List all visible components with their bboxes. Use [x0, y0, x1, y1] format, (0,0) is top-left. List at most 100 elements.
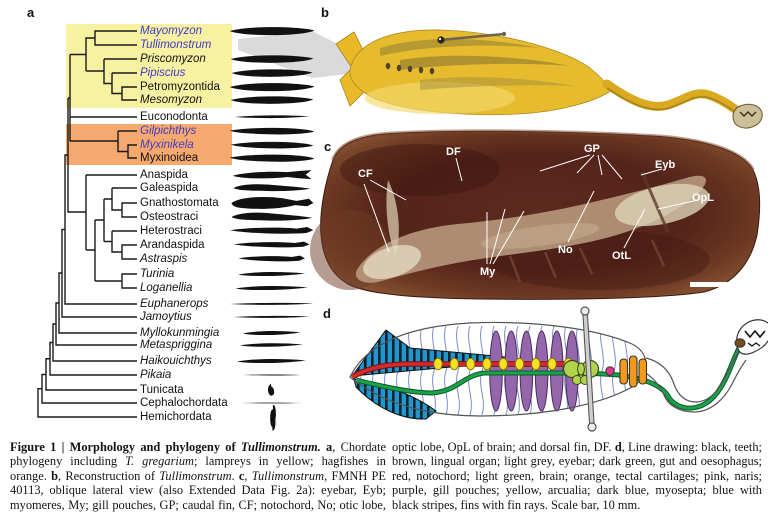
- arcualia-oval: [498, 357, 508, 371]
- taxon-label: Jamoytius: [140, 311, 192, 323]
- proboscis-outline: [643, 350, 747, 413]
- taxon-label: Myxinoidea: [140, 152, 199, 164]
- eyebar: [580, 306, 597, 432]
- caption-segment: d: [614, 440, 622, 454]
- taxon-label: Mayomyzon: [140, 25, 202, 37]
- small-leaf-silhouette: [242, 331, 301, 336]
- fossil-caudal-area: [386, 180, 399, 255]
- panel-d-letter: d: [323, 306, 331, 321]
- caption-right-column: optic lobe, OpL of brain; and dorsal fin…: [392, 440, 762, 512]
- small-leaf-silhouette: [237, 359, 307, 364]
- notochord: [351, 362, 574, 379]
- fish-shield-silhouette: [233, 184, 311, 192]
- taxon-label: Galeaspida: [140, 182, 199, 194]
- taxon-label: Pipiscius: [140, 67, 186, 79]
- lamprey-silhouette: [231, 69, 313, 77]
- taxon-label: Myllokunmingia: [140, 327, 220, 339]
- taxon-label: Gnathostomata: [140, 197, 219, 209]
- leaf-silhouette: [235, 286, 308, 291]
- fish-round-silhouette: [231, 196, 314, 209]
- belly-highlight: [365, 82, 515, 114]
- mottling: [380, 39, 540, 56]
- caption-segment: ; lampreys in yellow; hagfishes in orang…: [10, 454, 386, 483]
- fossil-label-no: No: [558, 244, 573, 256]
- slender-silhouette: [229, 302, 314, 305]
- taxon-label: Haikouichthys: [140, 355, 212, 367]
- caption-segment: , Chordate phylogeny including: [10, 440, 386, 469]
- taxon-label: Anaspida: [140, 169, 188, 181]
- arcualia-oval: [433, 357, 443, 371]
- sliver-silhouette: [243, 374, 301, 376]
- caption-segment: optic lobe, OpL of brain; and dorsal fin…: [392, 440, 615, 454]
- naris: [605, 366, 615, 376]
- taxon-label: Tunicata: [140, 384, 184, 396]
- taxon-label: Loganellia: [140, 282, 193, 294]
- fish-shield-silhouette: [231, 212, 313, 221]
- taxon-label: Heterostraci: [140, 225, 202, 237]
- caption-segment: Tullimonstrum.: [240, 440, 321, 454]
- fish-torpedo-silhouette: [229, 226, 314, 234]
- taxon-label: Pikaia: [140, 369, 172, 381]
- slab-rim: [331, 129, 755, 172]
- small-leaf-silhouette: [240, 343, 304, 347]
- fish-torpedo-silhouette: [238, 255, 305, 262]
- myoseptum-line: [600, 325, 604, 416]
- lingual-organ: [734, 338, 746, 348]
- taxon-label: Euconodonta: [140, 111, 208, 123]
- myoseptum-line: [456, 325, 460, 416]
- eye-left: [437, 36, 445, 44]
- caption-segment: , Line drawing: black, teeth; brown, lin…: [392, 440, 762, 512]
- teeth-zigzag: [747, 342, 761, 347]
- arcualia-oval: [514, 357, 525, 371]
- fossil-label-df: DF: [446, 146, 461, 158]
- arcualia-oval: [531, 357, 541, 371]
- taxon-silhouettes: [229, 27, 315, 431]
- hagfish-silhouette: [230, 141, 314, 149]
- lamprey-silhouette: [230, 55, 314, 63]
- caption-segment: ,: [244, 468, 252, 483]
- caption-segment: Tullimonstrum: [159, 468, 232, 483]
- hagfish-highlight-box: [66, 124, 232, 165]
- taxon-label: Petromyzontida: [140, 81, 220, 93]
- arcualia-oval: [547, 357, 557, 371]
- claw-teeth: [739, 111, 757, 117]
- fossil-label-opl: OpL: [692, 192, 714, 204]
- lamprey-silhouette: [230, 96, 314, 104]
- taxon-label: Priscomyzon: [140, 53, 206, 65]
- fossil-label-gp: GP: [584, 143, 600, 155]
- myoseptum-line: [468, 325, 472, 416]
- tullimonstrum-zoom-wedge: [238, 31, 366, 78]
- fossil-patch: [614, 183, 710, 227]
- myoseptum-line: [480, 325, 484, 416]
- lamprey-silhouette: [229, 83, 315, 92]
- caption-left-column: Figure 1 | Morphology and phylogeny of T…: [10, 440, 386, 513]
- taxon-label: Tullimonstrum: [140, 39, 212, 51]
- arcualia-oval: [482, 357, 492, 371]
- line-drawing-panel: [349, 306, 768, 432]
- fossil-panel: [310, 129, 761, 300]
- fossil-leader-lines: [363, 154, 699, 265]
- proboscis-edge: [606, 87, 747, 121]
- fossil-label-my: My: [480, 266, 496, 278]
- caption-segment: , FMNH PE 40113, oblique lateral view (a…: [10, 468, 386, 513]
- mottling: [420, 77, 575, 90]
- panel-b-letter: b: [321, 5, 329, 20]
- taxon-label: Gilpichthys: [140, 125, 197, 137]
- fossil-patch: [480, 223, 600, 249]
- caption-segment: b: [51, 468, 58, 483]
- eye-glint: [438, 37, 442, 41]
- fossil-label-otl: OtL: [612, 250, 631, 262]
- fossil-patch: [363, 244, 421, 280]
- caption-segment: c: [238, 468, 245, 483]
- proboscis-shape: [602, 79, 752, 123]
- fossil-ribs: [508, 239, 666, 283]
- caption-segment: .: [231, 468, 239, 483]
- taxon-label: Arandaspida: [140, 239, 205, 251]
- panel-a-letter: a: [27, 5, 35, 20]
- taxon-label: Cephalochordata: [140, 397, 228, 409]
- arcualia-ovals: [433, 357, 574, 371]
- claw-outline: [736, 319, 768, 355]
- myoseptum-line: [444, 325, 448, 416]
- taxon-label: Osteostraci: [140, 211, 199, 223]
